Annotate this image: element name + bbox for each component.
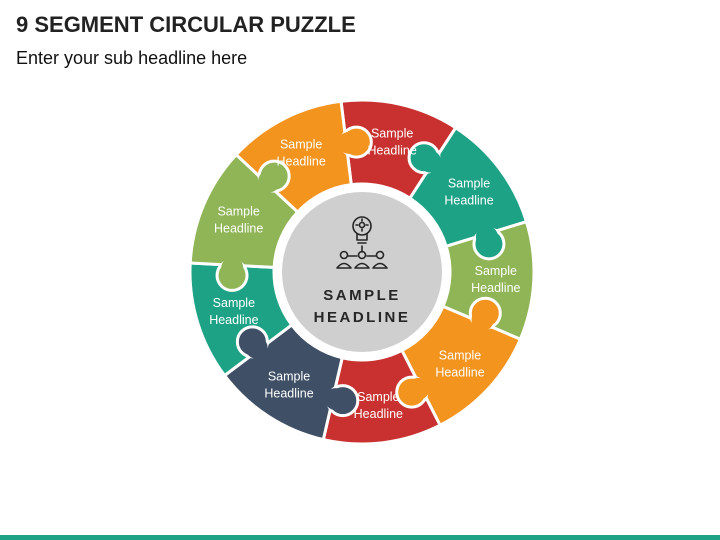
puzzle-tab-fill-5 [407,377,430,400]
center-label-line2: HEADLINE [314,309,411,326]
puzzle-segments: SampleHeadlineSampleHeadlineSampleHeadli… [188,98,536,446]
center-label-line1: SAMPLE [323,287,401,304]
lightbulb-team-icon [336,216,388,269]
segment-4-label-line1: Sample [439,348,481,362]
segment-6-label-line1: Sample [268,369,310,383]
puzzle-tab-fill-2 [419,150,442,173]
puzzle-tab-fill-9 [258,170,281,193]
center-hub: SAMPLE HEADLINE [274,184,450,360]
segment-7-label-line2: Headline [209,313,258,327]
segment-9-label-line2: Headline [276,155,325,169]
segment-9-label-line1: Sample [280,138,322,152]
segment-1-label-line2: Headline [367,143,416,157]
segment-2-label-line2: Headline [444,193,493,207]
segment-3-label-line2: Headline [471,281,520,295]
segment-2-label-line1: Sample [448,176,490,190]
segment-7-label-line1: Sample [213,296,255,310]
puzzle-tab-fill-1 [338,131,360,154]
page-title: 9 SEGMENT CIRCULAR PUZZLE [16,12,356,37]
footer-accent-bar [0,535,720,540]
segment-8-label-line1: Sample [217,205,259,219]
segment-4-label-line2: Headline [435,365,484,379]
segment-6-label-line2: Headline [264,386,313,400]
segment-3-label-line1: Sample [475,264,517,278]
puzzle-tab-fill-4 [471,309,494,332]
center-disc [282,192,442,352]
puzzle-tab-fill-8 [221,257,244,280]
puzzle-tab-fill-3 [475,225,498,248]
segment-5-label-line1: Sample [357,390,399,404]
page-subtitle: Enter your sub headline here [16,48,248,68]
segment-5-label-line2: Headline [354,407,403,421]
segment-1-label-line1: Sample [371,126,413,140]
puzzle-tab-fill-6 [324,388,347,411]
segment-8-label-line2: Headline [214,222,263,236]
puzzle-tab-fill-7 [245,336,268,359]
